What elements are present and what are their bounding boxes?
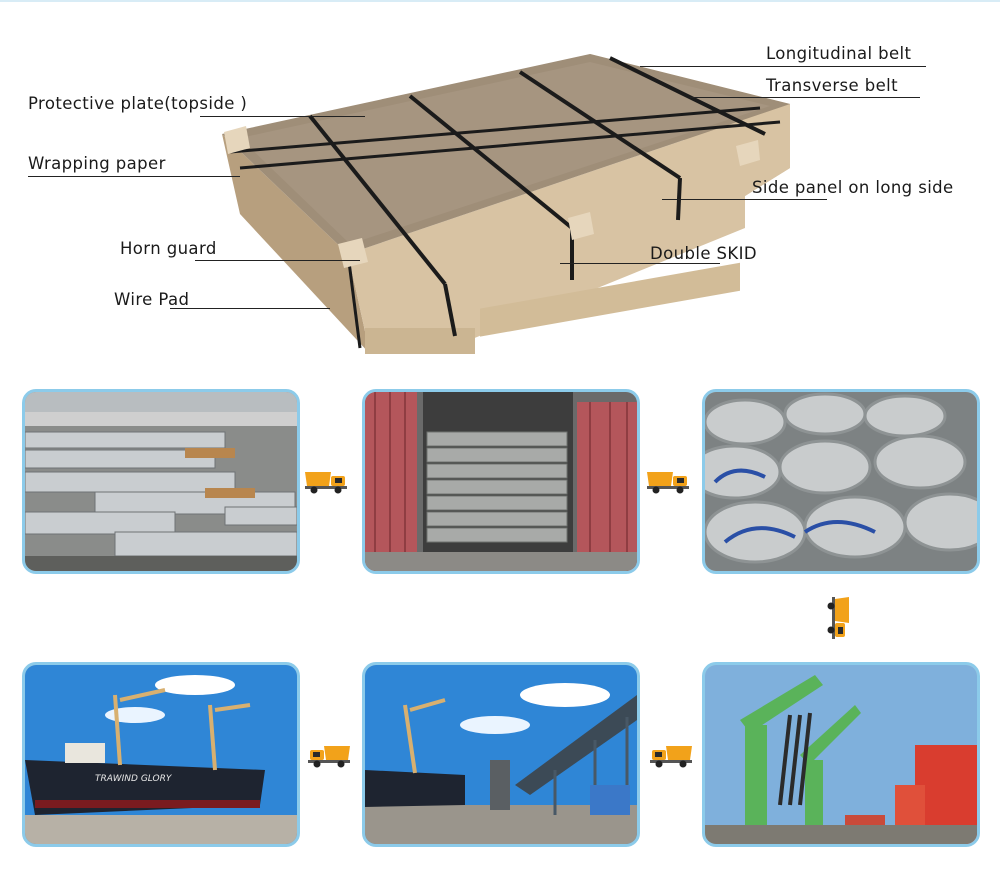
label-double-skid: Double SKID [650,244,757,263]
label-horn-guard: Horn guard [120,239,217,258]
leader-longitudinal-belt [640,66,926,67]
photo-cargo-ship: TRAWIND GLORY [22,662,300,847]
leader-wire-pad [170,308,330,309]
leader-transverse-belt [690,97,920,98]
label-wire-pad: Wire Pad [114,290,190,309]
photo-warehouse-steel-bars [22,389,300,574]
dump-truck-icon [305,472,347,494]
label-side-panel: Side panel on long side [752,178,954,197]
label-wrapping-paper: Wrapping paper [28,154,166,173]
leader-wrapping-paper [28,176,240,177]
dump-truck-icon [827,597,849,639]
dump-truck-icon [308,746,350,768]
label-longitudinal-belt: Longitudinal belt [766,44,912,63]
dump-truck-icon [650,746,692,768]
photo-port-loader [362,662,640,847]
package-illustration [222,54,790,354]
top-divider [0,0,1000,2]
ship-name-text: TRAWIND GLORY [95,774,173,784]
leader-horn-guard [195,260,360,261]
dump-truck-icon [647,472,689,494]
photo-green-cranes [702,662,980,847]
photo-container-loading [362,389,640,574]
label-protective-plate: Protective plate(topside ) [28,94,248,113]
leader-side-panel [662,199,827,200]
photo-wire-coils [702,389,980,574]
leader-protective-plate [200,116,365,117]
label-transverse-belt: Transverse belt [766,76,898,95]
leader-double-skid [560,263,720,264]
